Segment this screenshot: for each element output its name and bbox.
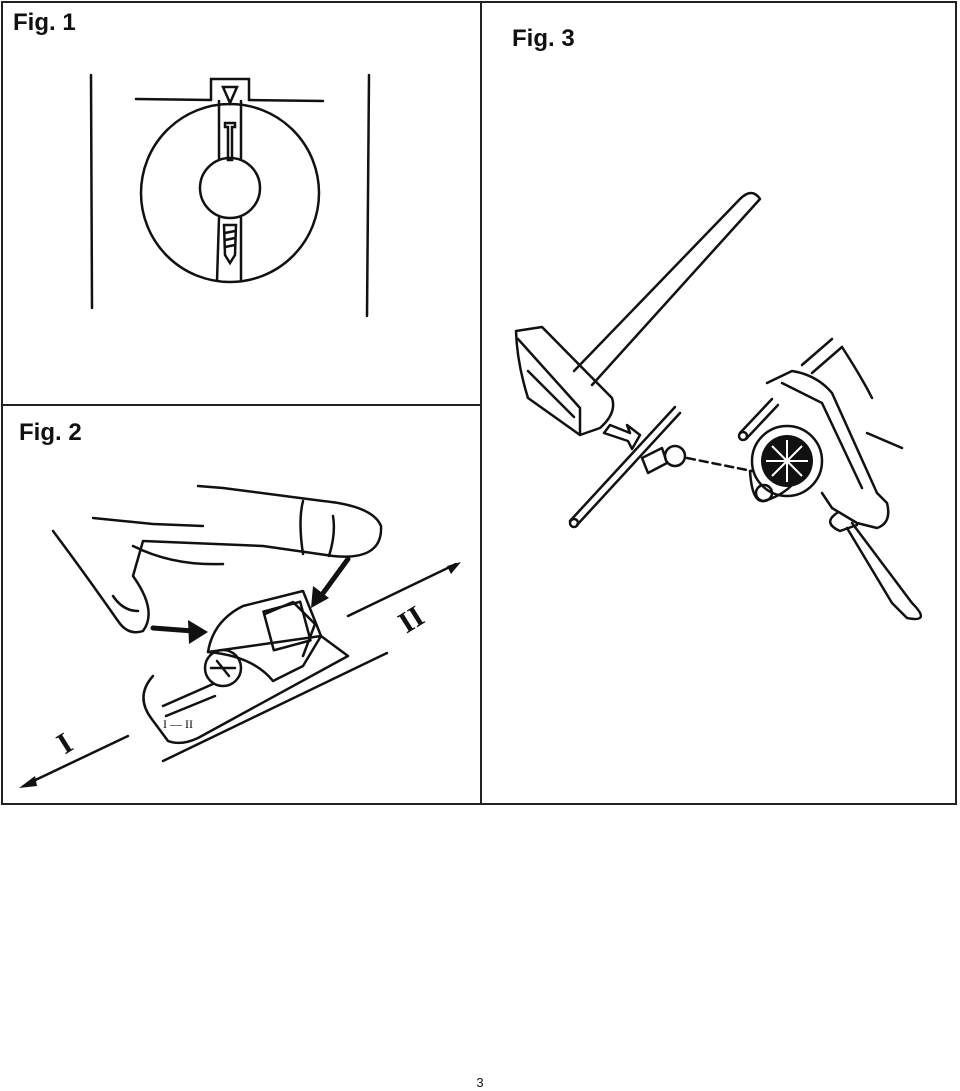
- figure-1-label: Fig. 1: [13, 9, 76, 36]
- figure-1-panel: Fig. 1: [3, 3, 482, 406]
- drill-mode-selector-illustration: [89, 73, 371, 318]
- direction-label-left: I: [51, 727, 78, 761]
- figure-sheet: Fig. 1 Fi: [1, 1, 957, 805]
- figure-3-panel: Fig. 3: [482, 3, 955, 803]
- svg-text:I — II: I — II: [163, 717, 193, 731]
- figure-2-panel: Fig. 2 I — II: [3, 406, 482, 803]
- page-number: 3: [476, 1075, 484, 1090]
- figure-2-label: Fig. 2: [19, 419, 82, 446]
- depth-stop-button-illustration: I — II I II: [19, 484, 461, 788]
- figure-3-label: Fig. 3: [512, 25, 575, 52]
- direction-label-right: II: [393, 599, 430, 639]
- chuck-key-illustration: [514, 191, 922, 621]
